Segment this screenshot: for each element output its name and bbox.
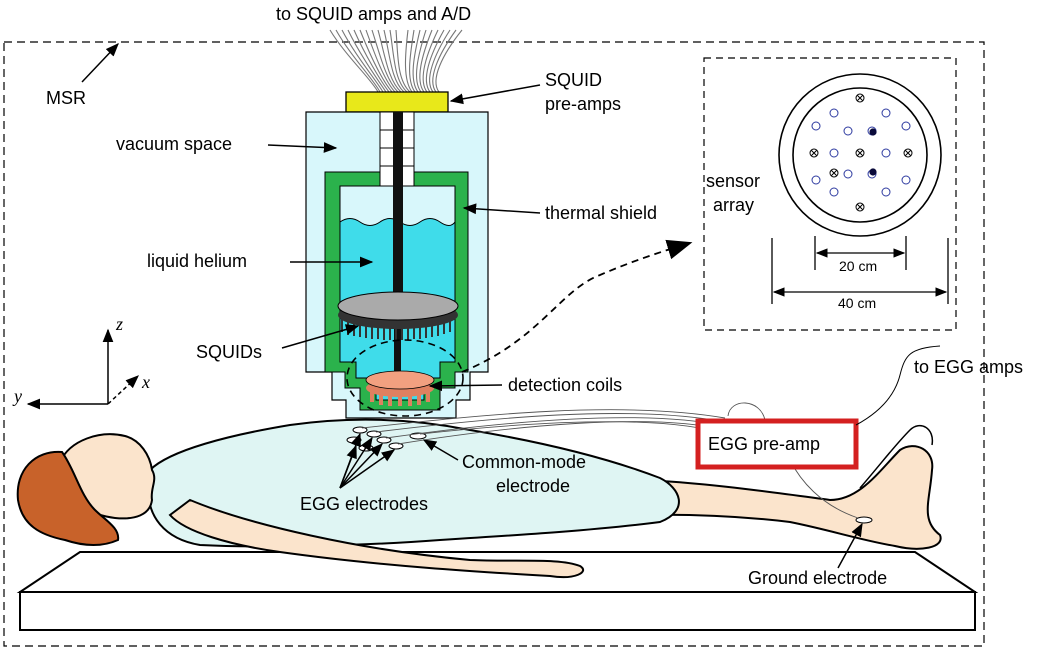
- axis-x-label: x: [141, 372, 150, 392]
- axis-y-label: y: [12, 386, 22, 406]
- ground-electrode: [855, 516, 873, 524]
- thermal-shield-pointer: [462, 203, 541, 215]
- patient: [16, 418, 942, 578]
- cable-bundle: [329, 29, 463, 93]
- egg-amps-lead: [855, 345, 941, 426]
- dimension-40cm: [771, 238, 949, 304]
- ground-electrode-pointer: [837, 522, 863, 569]
- coil-highlight-ellipse: [346, 339, 464, 417]
- vacuum-space-label: vacuum space: [116, 134, 232, 154]
- dimension-20cm: [814, 236, 907, 270]
- msr-boundary: [3, 41, 985, 647]
- egg-electrodes-pointers: [339, 432, 396, 489]
- vacuum-pointer: [267, 142, 338, 153]
- common-mode-label-line2: electrode: [496, 476, 570, 496]
- detection-coils-pointer: [428, 380, 503, 392]
- sensor-array-label-line2: array: [713, 195, 754, 215]
- msr-pointer-arrow: [81, 43, 119, 83]
- squid-preamp-pointer: [449, 84, 541, 105]
- common-mode-label-line1: Common-mode: [462, 452, 586, 472]
- to-egg-amps-label: to EGG amps: [914, 357, 1023, 377]
- patient-hair: [16, 450, 120, 546]
- axis-z-label: z: [115, 314, 123, 334]
- dimension-20cm-label: 20 cm: [839, 258, 877, 274]
- sensor-array-callout-arrow: [461, 239, 693, 373]
- sensor-cross-circles: [809, 93, 913, 212]
- sensor-filled-circles: [869, 128, 877, 176]
- coordinate-axes: [26, 328, 139, 410]
- egg-preamp-box: [695, 418, 859, 470]
- ground-electrode-label: Ground electrode: [748, 568, 887, 588]
- sensor-array-panel: [703, 57, 957, 331]
- liquid-helium-label: liquid helium: [147, 251, 247, 271]
- sensor-open-circles: [811, 108, 911, 197]
- cable-label: to SQUID amps and A/D: [276, 4, 471, 24]
- squid-preamp-label-line2: pre-amps: [545, 94, 621, 114]
- patient-arm: [168, 498, 585, 578]
- thermal-shield-label: thermal shield: [545, 203, 657, 223]
- msr-label: MSR: [46, 88, 86, 108]
- detection-coils-label: detection coils: [508, 375, 622, 395]
- detection-coils: [365, 370, 435, 406]
- egg-preamp-label: EGG pre-amp: [708, 434, 820, 454]
- sensor-array-label-line1: sensor: [706, 171, 760, 191]
- coil-rod: [394, 322, 401, 374]
- dimension-40cm-label: 40 cm: [838, 295, 876, 311]
- squids-pointer: [281, 324, 360, 349]
- squids-label: SQUIDs: [196, 342, 262, 362]
- egg-electrodes-label: EGG electrodes: [300, 494, 428, 514]
- squid-preamp-block: [345, 91, 449, 113]
- squid-preamp-label-line1: SQUID: [545, 70, 602, 90]
- common-mode-pointer: [422, 439, 459, 461]
- central-rod: [393, 112, 403, 308]
- sensor-array-channels: [809, 93, 913, 212]
